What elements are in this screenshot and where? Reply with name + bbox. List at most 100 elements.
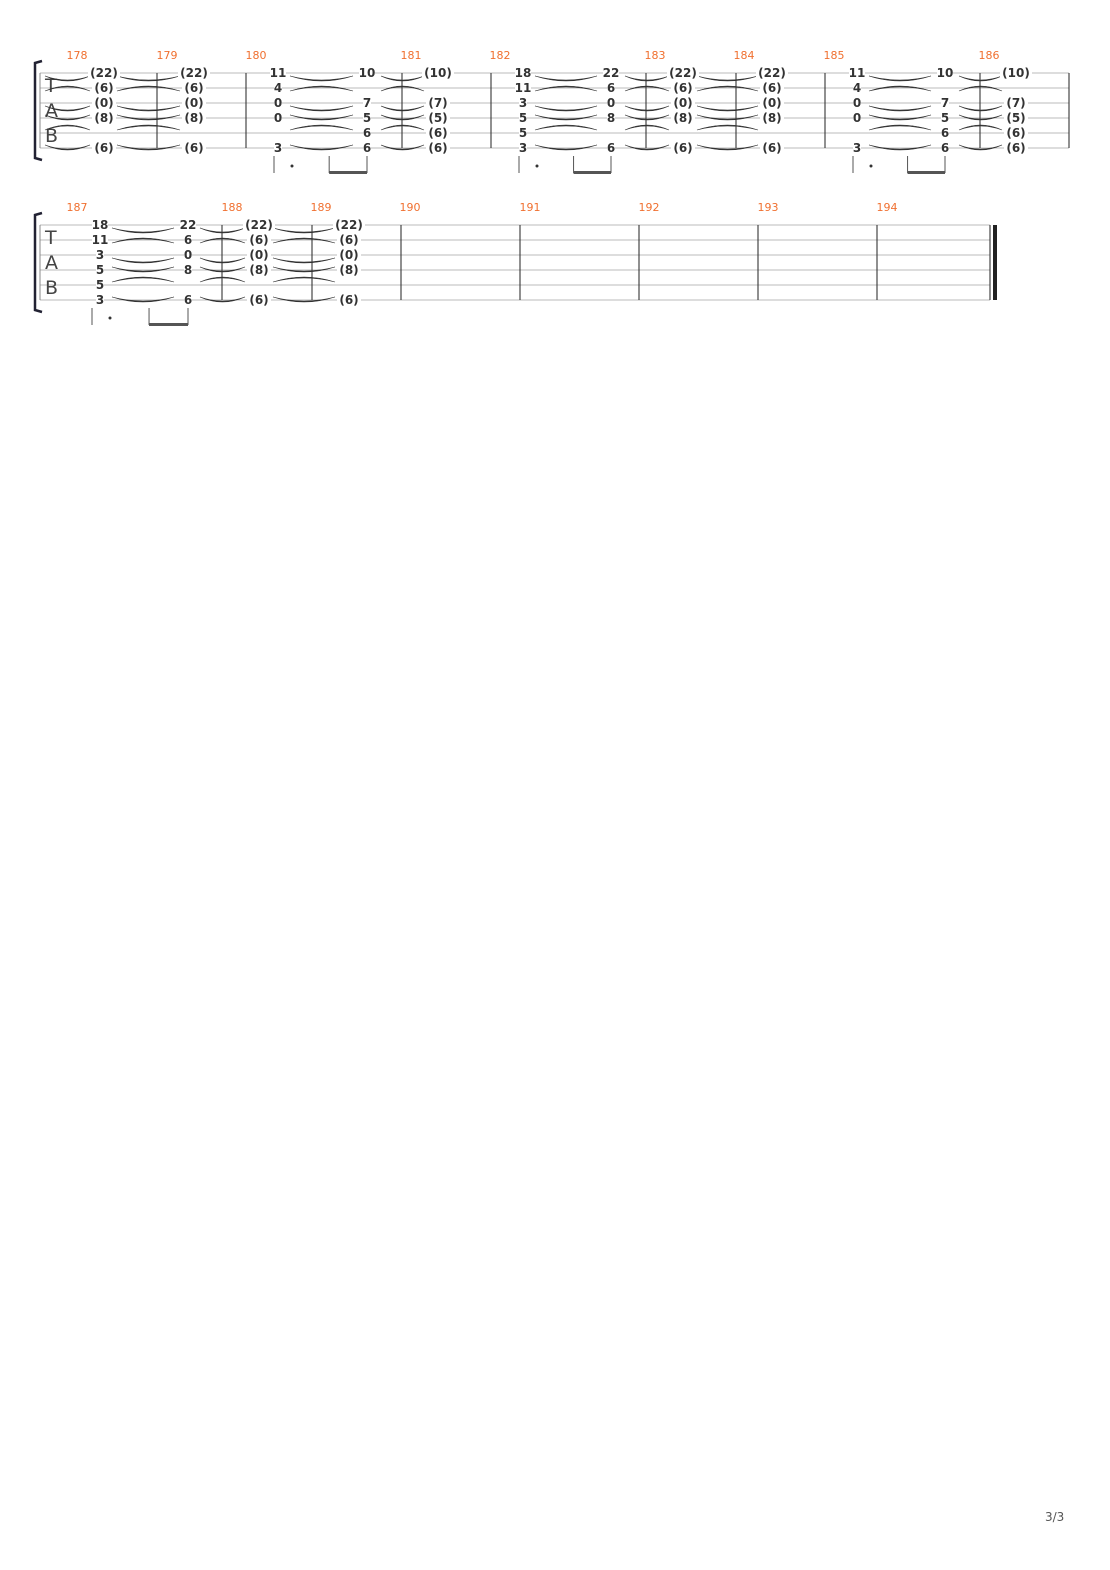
tie-arc [111,266,175,273]
tie-arc [272,276,336,283]
tie-arc [111,237,175,244]
fret-bg [519,97,527,109]
fret-number: (6) [762,81,781,95]
measure-number: 193 [758,201,779,214]
dot [869,164,873,168]
fret-number: 5 [941,111,949,125]
fret-bg [671,82,695,94]
tie-arc [696,114,759,121]
tab-clef-letter: T [44,75,57,97]
tie-arc [868,75,932,82]
fret-number: (6) [428,126,447,140]
fret-bg [96,249,104,261]
measure-number: 181 [401,49,422,62]
fret-bg [607,142,615,154]
tie-arc [696,85,759,92]
fret-number: 6 [607,81,615,95]
tab-clef-letter: A [45,252,58,274]
fret-number: 6 [363,126,371,140]
fret-bg [337,234,361,246]
fret-bg [363,127,371,139]
tie-arc [958,124,1003,131]
fret-bg [519,142,527,154]
fret-number: (8) [339,263,358,277]
fret-bg [363,97,371,109]
fret-bg [359,67,375,79]
tie-arc [380,105,425,112]
tie-arc [289,114,354,121]
fret-bg [274,82,282,94]
fret-bg [184,234,192,246]
fret-number: (6) [428,141,447,155]
fret-number: 0 [853,111,861,125]
fret-number: (8) [94,111,113,125]
fret-number: (0) [249,248,268,262]
tie-arc [696,144,759,151]
fret-number: (0) [339,248,358,262]
fret-bg [671,142,695,154]
tie-arc [534,114,598,121]
fret-bg [363,142,371,154]
tie-arc [868,114,932,121]
measure-number: 180 [246,49,267,62]
fret-bg [182,142,206,154]
fret-number: 11 [515,81,532,95]
tie-arc [868,105,932,112]
tie-arc [111,227,175,234]
tab-clef-letter: T [44,227,57,249]
tab-clef-letter: B [45,125,58,147]
fret-bg [96,279,104,291]
fret-number: (6) [673,81,692,95]
fret-bg [853,97,861,109]
tie-arc [958,144,1003,151]
measure-number: 179 [157,49,178,62]
fret-bg [426,112,450,124]
fret-number: 6 [941,126,949,140]
fret-number: (0) [762,96,781,110]
fret-number: 0 [274,96,282,110]
fret-number: (22) [245,218,273,232]
fret-number: (10) [1002,66,1030,80]
fret-number: 3 [519,96,527,110]
dot [535,164,539,168]
measure-number: 187 [67,201,88,214]
measure-number: 182 [490,49,511,62]
fret-bg [849,67,865,79]
fret-number: 7 [941,96,949,110]
fret-bg [337,294,361,306]
measure-number: 192 [639,201,660,214]
fret-number: 4 [274,81,282,95]
fret-number: (6) [94,141,113,155]
tie-arc [958,85,1003,92]
fret-bg [337,249,361,261]
measure-number: 185 [824,49,845,62]
fret-number: 5 [519,126,527,140]
fret-number: 3 [853,141,861,155]
tie-arc [44,105,91,112]
fret-number: (6) [673,141,692,155]
tie-arc [868,124,932,131]
beam [907,171,945,174]
fret-number: 11 [270,66,287,80]
fret-number: 8 [184,263,192,277]
tie-arc [289,85,354,92]
fret-bg [182,82,206,94]
fret-number: 5 [363,111,371,125]
measure-number: 194 [877,201,898,214]
tab-clef-letter: B [45,277,58,299]
fret-number: 3 [519,141,527,155]
fret-bg [274,142,282,154]
tie-arc [534,75,598,82]
measure-number: 186 [979,49,1000,62]
tie-arc [624,105,670,112]
fret-bg [270,67,286,79]
fret-number: (8) [249,263,268,277]
fret-number: (6) [1006,141,1025,155]
page-number: 3/3 [1045,1510,1065,1524]
fret-number: 22 [603,66,620,80]
tie-arc [696,105,759,112]
tie-arc [199,266,246,273]
final-barline [993,225,997,300]
tie-arc [534,144,598,151]
fret-bg [941,112,949,124]
